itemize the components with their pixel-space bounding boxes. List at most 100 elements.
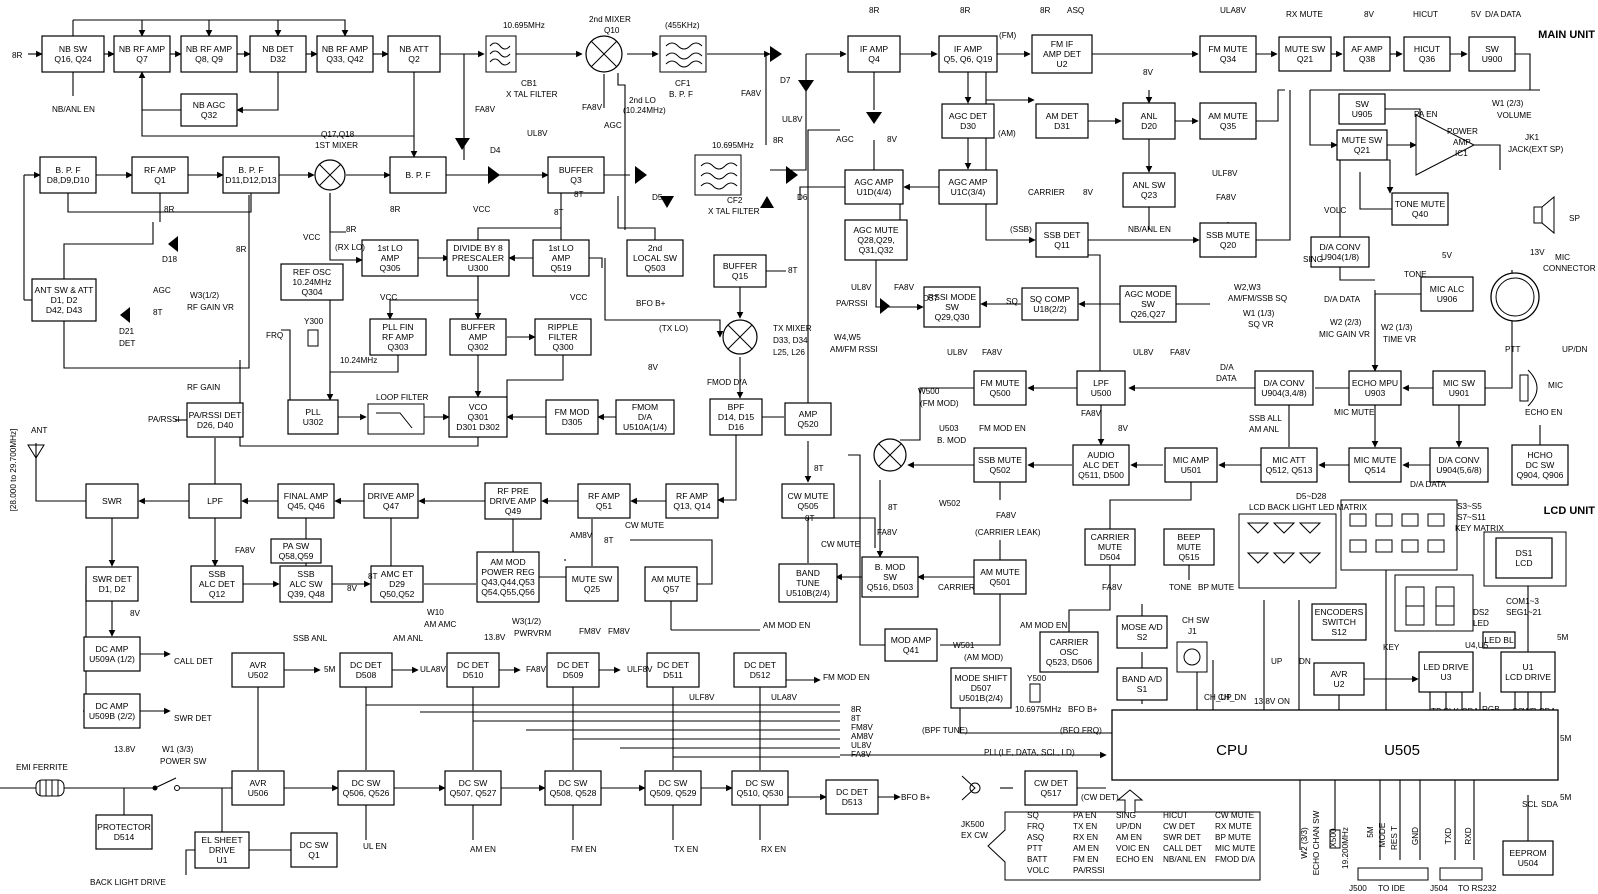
signal-label: SP bbox=[1569, 214, 1580, 223]
signal-label: 8R bbox=[1040, 6, 1051, 15]
block-label: D20 bbox=[1141, 121, 1157, 131]
signal-label: X TAL FILTER bbox=[506, 90, 558, 99]
signal-list-item: RX EN bbox=[1073, 833, 1098, 842]
signal-label: SWR DET bbox=[174, 714, 212, 723]
d4b-diode-icon bbox=[488, 166, 500, 184]
block-frame bbox=[1119, 285, 1177, 323]
d6-diode-icon bbox=[760, 196, 774, 208]
signal-list-item: CW MUTE bbox=[1215, 811, 1255, 820]
block-label: Q523, D506 bbox=[1046, 657, 1093, 667]
block-label: SW bbox=[945, 302, 960, 312]
block-label: Q16, Q24 bbox=[54, 54, 91, 64]
block-frame bbox=[180, 93, 238, 127]
block-label: MUTE bbox=[1177, 542, 1202, 552]
block-frame bbox=[861, 556, 919, 598]
block-frame bbox=[1072, 444, 1130, 486]
signal-label: ANT bbox=[31, 426, 47, 435]
signal-label: SQ VR bbox=[1248, 320, 1274, 329]
signal-label: 19.200MHz bbox=[1341, 827, 1350, 869]
signal-label: TX MIXER bbox=[773, 324, 812, 333]
signal-label: 8R bbox=[773, 136, 784, 145]
block-label: D1, D2 bbox=[99, 584, 126, 594]
signal-label: AGC bbox=[836, 135, 854, 144]
led-matrix-icon bbox=[1246, 522, 1322, 564]
block-label: U900 bbox=[1482, 54, 1503, 64]
block-frame bbox=[1163, 528, 1215, 566]
block-frame bbox=[279, 565, 333, 603]
block-frame bbox=[1338, 93, 1386, 125]
block-label: D26, D40 bbox=[197, 420, 234, 430]
signal-label: EMI FERRITE bbox=[16, 763, 68, 772]
block-label: NB AGC bbox=[193, 100, 225, 110]
block-label: Q25 bbox=[584, 584, 600, 594]
block-label: Q51 bbox=[596, 501, 612, 511]
signal-label: J504 bbox=[1430, 884, 1448, 893]
block-label: Q49 bbox=[505, 506, 521, 516]
signal-label: 8V bbox=[648, 363, 659, 372]
signal-label: Y300 bbox=[304, 317, 324, 326]
signal-list-item: CW DET bbox=[1163, 822, 1195, 831]
signal-label: POWER SW bbox=[160, 757, 207, 766]
signal-label: UL8V bbox=[1133, 348, 1154, 357]
block-label: Q39, Q48 bbox=[287, 589, 324, 599]
block-label: Q58,Q59 bbox=[279, 551, 314, 561]
block-label: DC SW bbox=[459, 778, 489, 788]
block-frame bbox=[1278, 36, 1332, 72]
signal-label: AM/FM RSSI bbox=[830, 345, 878, 354]
block-label: SSB MUTE bbox=[1206, 230, 1250, 240]
block-label: SSB bbox=[208, 569, 225, 579]
filter-symbols bbox=[367, 35, 742, 435]
block-frame bbox=[1254, 370, 1314, 406]
block-frame bbox=[484, 482, 542, 520]
cpu-label: CPU bbox=[1216, 742, 1248, 759]
block-frame bbox=[446, 652, 500, 688]
signal-label: TXD bbox=[1444, 828, 1453, 844]
connectors-icon bbox=[1357, 867, 1483, 881]
block-frame bbox=[923, 286, 981, 328]
signal-label: 8R bbox=[851, 705, 862, 714]
block-label: Q500 bbox=[989, 388, 1010, 398]
block-label: U903 bbox=[1365, 388, 1386, 398]
block-label: U510A(1/4) bbox=[623, 422, 667, 432]
block-label: U502 bbox=[248, 670, 269, 680]
signal-label: 2nd LO bbox=[629, 96, 656, 105]
block-frame bbox=[778, 563, 838, 603]
block-label: U3 bbox=[1441, 672, 1452, 682]
signal-label: LED bbox=[1473, 619, 1489, 628]
block-label: MOSE A/D bbox=[1121, 622, 1163, 632]
block-frame bbox=[1429, 447, 1489, 483]
cb1-filter-icon bbox=[485, 35, 517, 73]
signal-label: 2nd MIXER bbox=[589, 15, 631, 24]
block-label: AM MOD bbox=[490, 557, 525, 567]
signal-label: 5M bbox=[324, 665, 336, 674]
signal-label: CB1 bbox=[521, 79, 537, 88]
block-label: B. P. F bbox=[405, 170, 430, 180]
block-frame bbox=[1418, 651, 1474, 693]
block-label: U501B(2/4) bbox=[959, 693, 1003, 703]
block-frame bbox=[646, 652, 700, 688]
signal-label: 8T bbox=[814, 464, 824, 473]
signal-list-item: ECHO EN bbox=[1116, 855, 1153, 864]
signal-label: W501 bbox=[953, 641, 975, 650]
block-label: D29 bbox=[389, 579, 405, 589]
signal-label: [28.000 to 29.700MHz] bbox=[9, 429, 18, 512]
block-label: Q516, D503 bbox=[867, 582, 914, 592]
cf1-filter-icon bbox=[659, 35, 707, 73]
block-frame bbox=[565, 566, 619, 602]
block-frame bbox=[1500, 651, 1556, 693]
block-frame bbox=[644, 566, 698, 602]
block-label: MUTE SW bbox=[1285, 44, 1326, 54]
block-frame bbox=[280, 263, 344, 301]
block-label: Q8, Q9 bbox=[195, 54, 223, 64]
signal-label: UL8V bbox=[782, 115, 803, 124]
block-label: DRIVE AMP bbox=[490, 496, 537, 506]
